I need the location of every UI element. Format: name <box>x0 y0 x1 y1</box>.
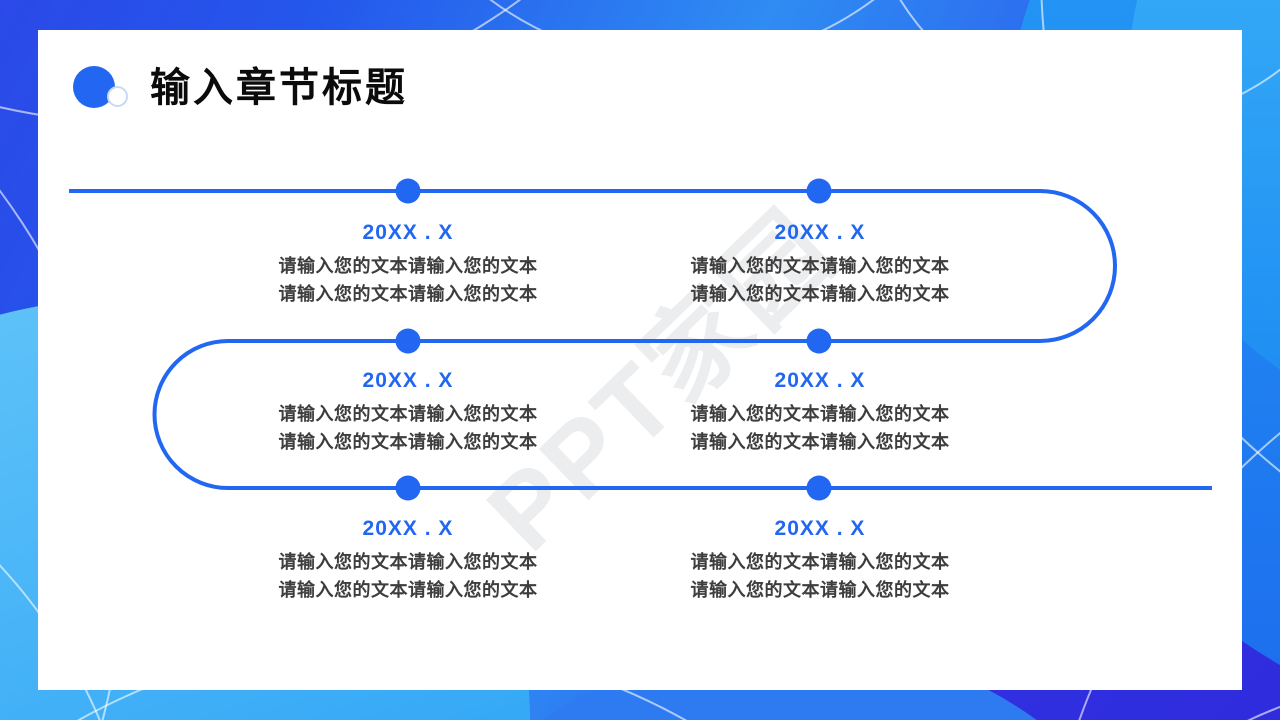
timeline-date: 20XX . X <box>362 221 454 244</box>
timeline-text-line: 请输入您的文本请输入您的文本 <box>278 284 538 304</box>
timeline-text-line: 请输入您的文本请输入您的文本 <box>278 580 538 600</box>
timeline-text-line: 请输入您的文本请输入您的文本 <box>690 552 950 572</box>
timeline-date: 20XX . X <box>362 517 454 540</box>
timeline-date: 20XX . X <box>774 369 866 392</box>
timeline-item: 20XX . X 请输入您的文本请输入您的文本 请输入您的文本请输入您的文本 <box>238 368 578 456</box>
timeline-text-line: 请输入您的文本请输入您的文本 <box>690 432 950 452</box>
timeline-date: 20XX . X <box>774 221 866 244</box>
timeline-item: 20XX . X 请输入您的文本请输入您的文本 请输入您的文本请输入您的文本 <box>650 220 990 308</box>
timeline-text-line: 请输入您的文本请输入您的文本 <box>690 580 950 600</box>
timeline-text-line: 请输入您的文本请输入您的文本 <box>278 552 538 572</box>
timeline-text-line: 请输入您的文本请输入您的文本 <box>278 404 538 424</box>
title-accent-ring <box>107 86 128 107</box>
timeline-item: 20XX . X 请输入您的文本请输入您的文本 请输入您的文本请输入您的文本 <box>650 368 990 456</box>
content-card <box>38 30 1242 690</box>
timeline-text-line: 请输入您的文本请输入您的文本 <box>690 404 950 424</box>
timeline-text-line: 请输入您的文本请输入您的文本 <box>278 256 538 276</box>
timeline-text-line: 请输入您的文本请输入您的文本 <box>690 256 950 276</box>
timeline-item: 20XX . X 请输入您的文本请输入您的文本 请输入您的文本请输入您的文本 <box>238 220 578 308</box>
timeline-date: 20XX . X <box>362 369 454 392</box>
timeline-item: 20XX . X 请输入您的文本请输入您的文本 请输入您的文本请输入您的文本 <box>650 516 990 604</box>
timeline-item: 20XX . X 请输入您的文本请输入您的文本 请输入您的文本请输入您的文本 <box>238 516 578 604</box>
timeline-date: 20XX . X <box>774 517 866 540</box>
timeline-text-line: 请输入您的文本请输入您的文本 <box>690 284 950 304</box>
page-title: 输入章节标题 <box>150 66 408 110</box>
timeline-text-line: 请输入您的文本请输入您的文本 <box>278 432 538 452</box>
